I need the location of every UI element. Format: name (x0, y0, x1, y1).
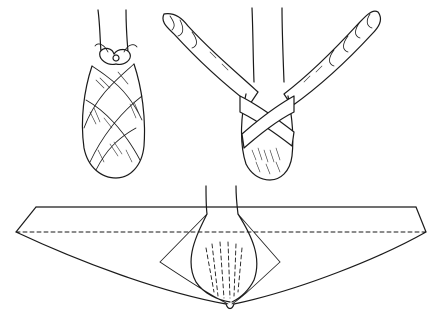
knot (100, 48, 131, 64)
bandage-point (226, 304, 234, 309)
bandage-left-fold (16, 207, 36, 232)
leg-left-line-3 (206, 186, 207, 214)
leg-right-line-2 (282, 8, 284, 82)
wrap-band-2 (84, 64, 134, 128)
wrap-band-5 (96, 128, 136, 170)
leg-left-line (98, 10, 101, 52)
inner-left-line (160, 214, 207, 262)
leg-right-line (126, 10, 128, 52)
wrapped-foot-crossed (163, 8, 381, 180)
left-twisted-end (163, 14, 258, 104)
leg-right-line-3 (236, 186, 238, 214)
inner-right-line (238, 214, 280, 262)
wrapped-foot-outline (82, 64, 144, 178)
wrapped-foot-front (82, 10, 144, 178)
right-twisted-end (284, 11, 380, 106)
leg-left-line-2 (252, 8, 254, 82)
foot-left-outline (191, 214, 230, 302)
toe-dashed-lines (206, 242, 242, 298)
bandage-right-fold (416, 207, 426, 232)
triangular-bandage-spread (16, 186, 426, 309)
wrap-band-1 (92, 66, 142, 120)
panel1-hatching (90, 72, 140, 162)
